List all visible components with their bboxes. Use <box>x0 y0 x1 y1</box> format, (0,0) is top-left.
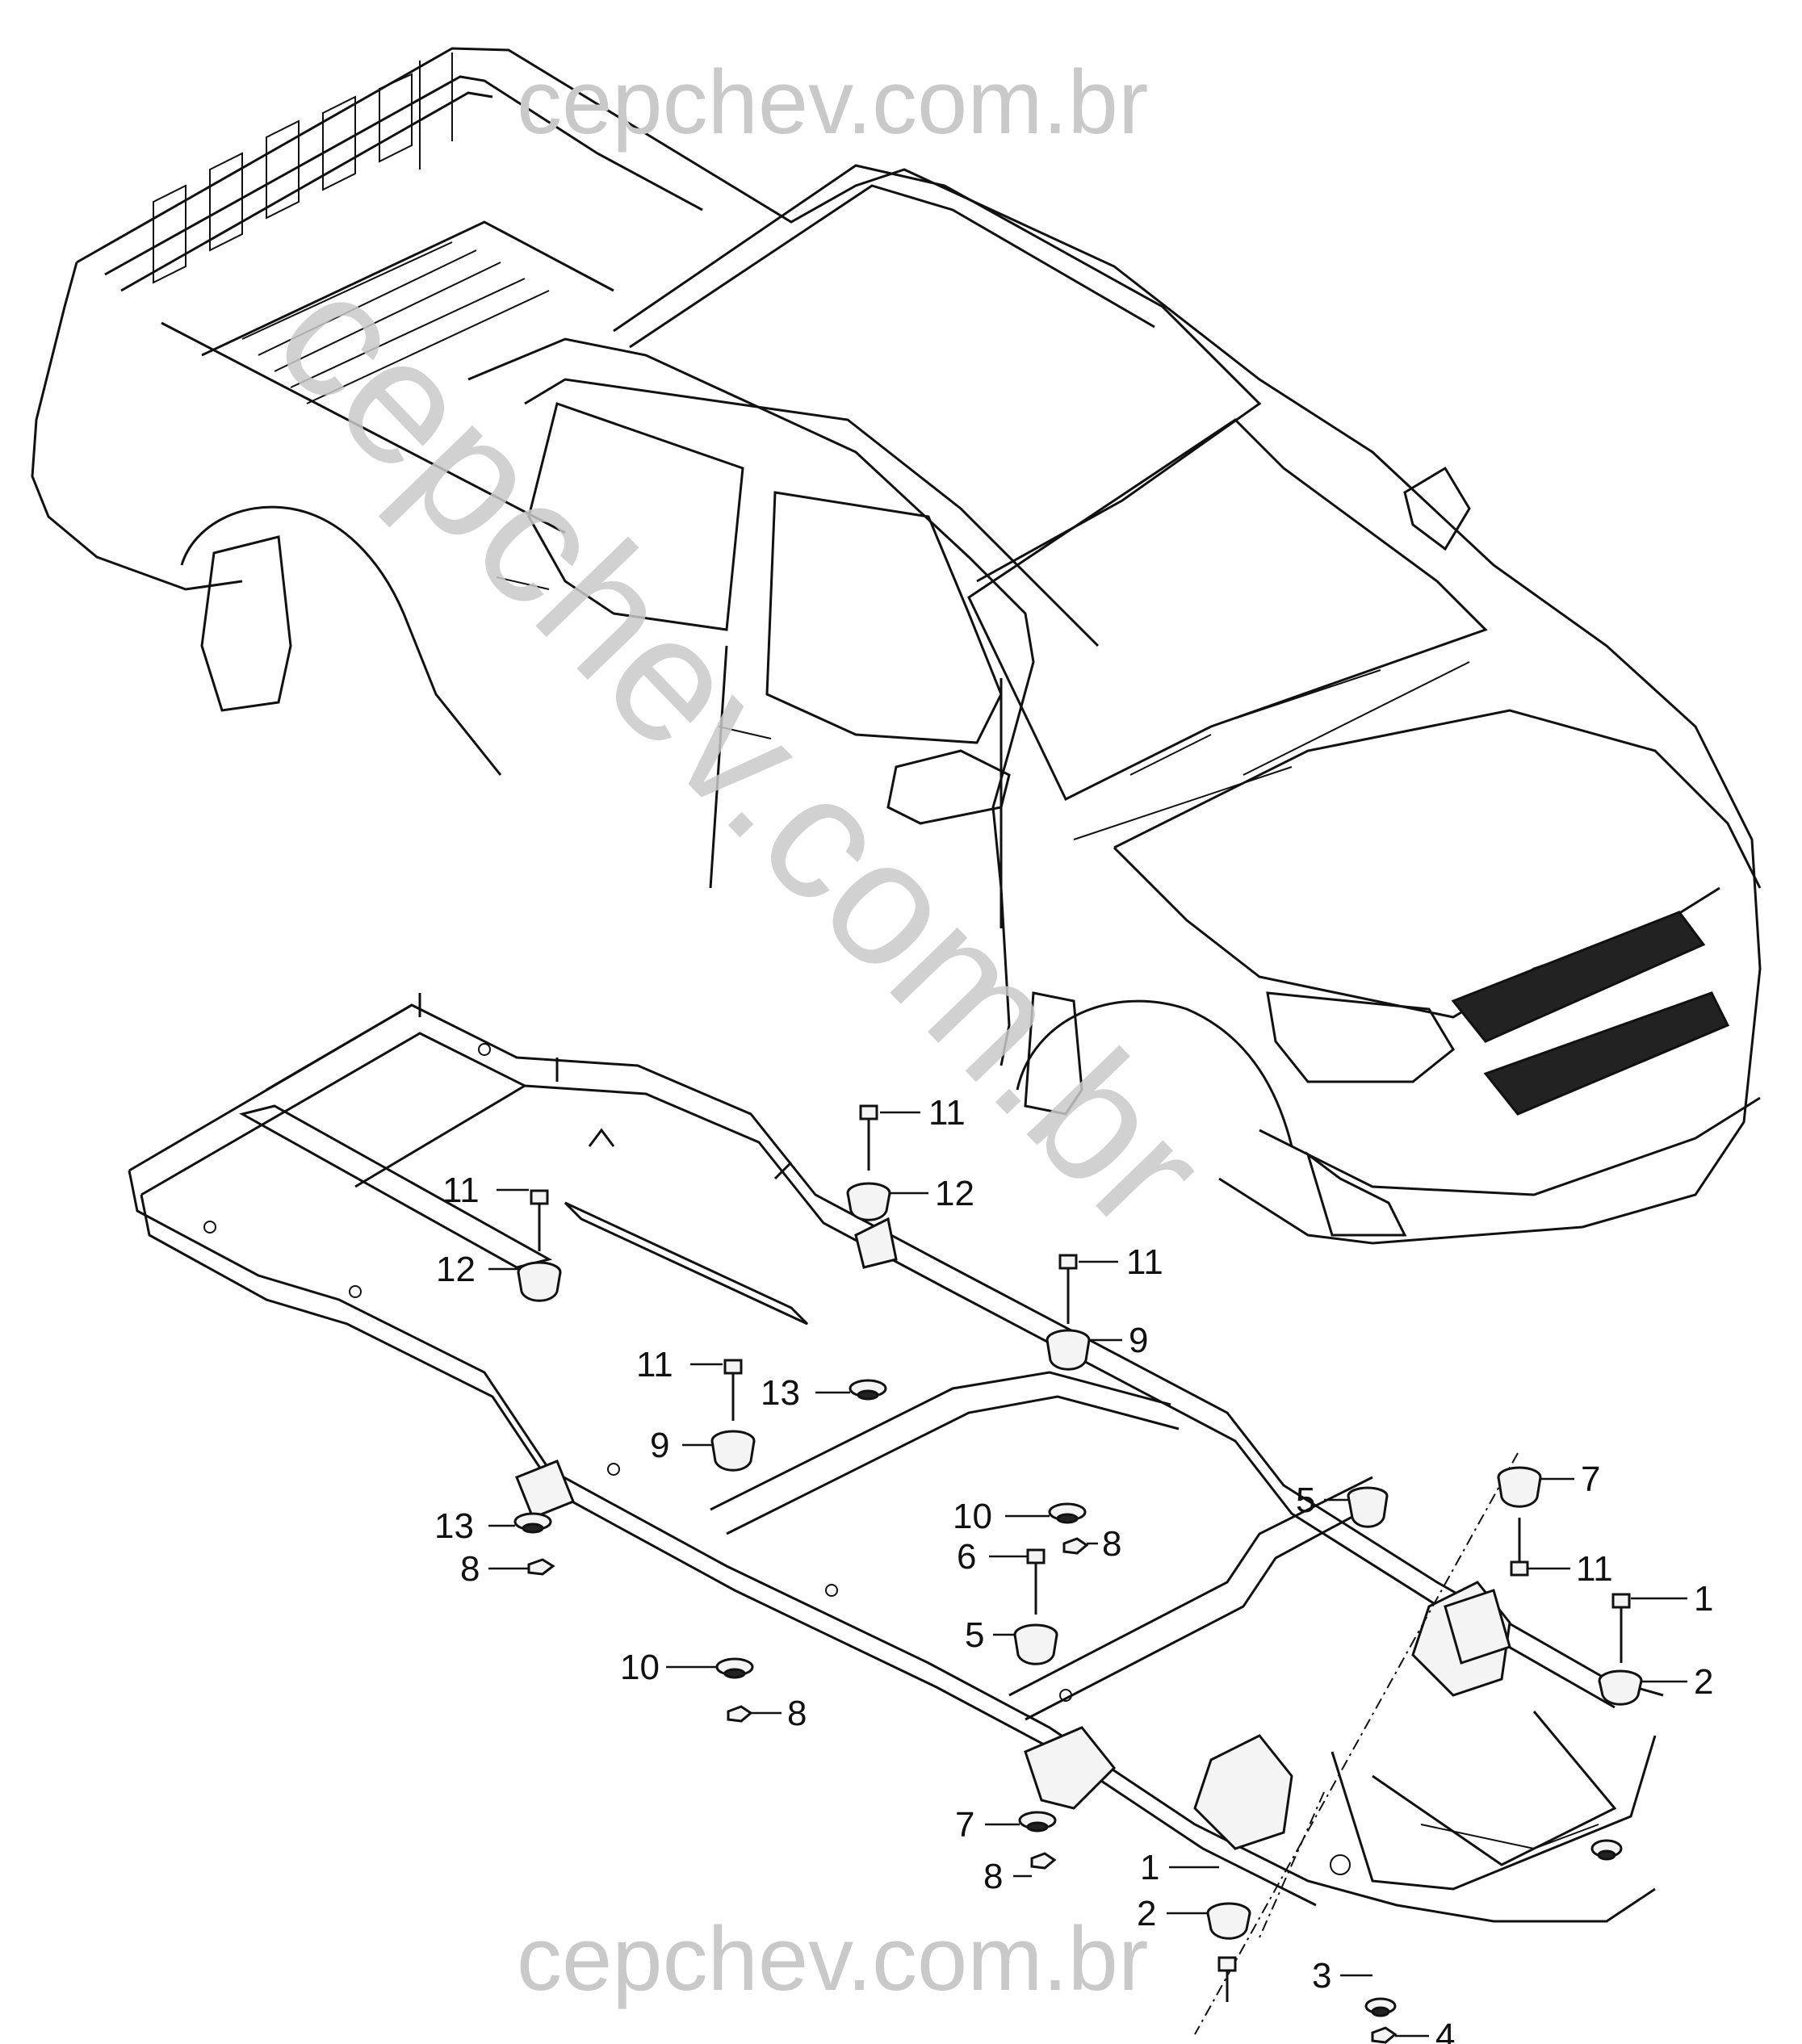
nut-icon <box>527 1558 555 1576</box>
nut-icon <box>1371 2026 1398 2044</box>
bolt-head-icon <box>1217 1956 1237 1972</box>
lower-cushion-icon <box>1018 1811 1057 1832</box>
callout-11: 11 <box>1126 1242 1163 1282</box>
bolt-head-icon <box>530 1189 549 1205</box>
body-cushion-icon <box>1013 1623 1058 1665</box>
lower-cushion-icon <box>1364 1997 1397 2017</box>
bolt-head-icon <box>1026 1548 1046 1564</box>
body-cushion-icon <box>710 1430 756 1472</box>
callout-11: 11 <box>1576 1549 1613 1589</box>
lower-cushion-icon <box>849 1379 887 1401</box>
lower-cushion-icon <box>1590 1839 1623 1861</box>
body-cushion-icon <box>1046 1329 1091 1371</box>
ladder-frame-chassis <box>128 993 1664 2035</box>
callout-9: 9 <box>1129 1321 1148 1360</box>
watermark-top: cepchev.com.br <box>517 52 1148 153</box>
body-cushion-icon <box>1497 1466 1542 1508</box>
callout-1: 1 <box>1140 1848 1159 1887</box>
bolt-head-icon <box>1058 1254 1078 1270</box>
callout-2: 2 <box>1694 1662 1713 1702</box>
callout-2: 2 <box>1137 1894 1156 1933</box>
body-cushion-icon <box>1347 1486 1389 1528</box>
callout-3: 3 <box>1312 1956 1331 1996</box>
body-cushion-icon <box>1206 1902 1251 1940</box>
bolt-head-icon <box>1611 1593 1631 1609</box>
callout-13: 13 <box>761 1373 800 1413</box>
pickup-truck-body <box>31 47 1762 1245</box>
bolt-head-icon <box>859 1104 878 1120</box>
callout-11: 11 <box>928 1093 966 1133</box>
callout-11: 11 <box>636 1345 673 1384</box>
bolt-head-icon <box>723 1359 743 1375</box>
callout-11: 11 <box>442 1171 480 1210</box>
nut-icon <box>727 1705 753 1723</box>
lower-cushion-icon <box>1048 1502 1087 1524</box>
callout-1: 1 <box>1694 1579 1713 1619</box>
callout-leaders <box>488 1111 1687 2038</box>
callout-7: 7 <box>955 1805 974 1845</box>
callout-12: 12 <box>436 1250 476 1289</box>
callout-5: 5 <box>965 1615 984 1655</box>
callout-8: 8 <box>1102 1524 1121 1564</box>
callout-labels: 11 12 11 12 11 9 11 13 9 13 8 10 8 5 7 1… <box>434 1093 1713 2044</box>
callout-10: 10 <box>953 1497 992 1536</box>
callout-6: 6 <box>957 1537 976 1577</box>
lower-cushion-icon <box>513 1512 552 1534</box>
nut-icon <box>1030 1852 1057 1870</box>
callout-7: 7 <box>1581 1460 1600 1499</box>
callout-8: 8 <box>983 1857 1003 1896</box>
bolt-head-icon <box>1510 1560 1529 1577</box>
body-cushion-icon <box>846 1182 891 1221</box>
callout-5: 5 <box>1296 1481 1315 1520</box>
callout-12: 12 <box>935 1174 974 1213</box>
nut-icon <box>1062 1537 1089 1555</box>
body-cushion-icon <box>1598 1669 1643 1706</box>
callout-9: 9 <box>650 1426 669 1465</box>
callout-13: 13 <box>434 1506 474 1546</box>
body-cushion-icon <box>517 1261 562 1302</box>
watermark-bottom: cepchev.com.br <box>517 1908 1148 2009</box>
callout-8: 8 <box>460 1549 480 1589</box>
callout-4: 4 <box>1435 2017 1455 2044</box>
callout-10: 10 <box>620 1648 660 1687</box>
callout-8: 8 <box>787 1694 807 1733</box>
body-mount-hardware <box>513 1104 1643 2044</box>
lower-cushion-icon <box>715 1657 754 1679</box>
